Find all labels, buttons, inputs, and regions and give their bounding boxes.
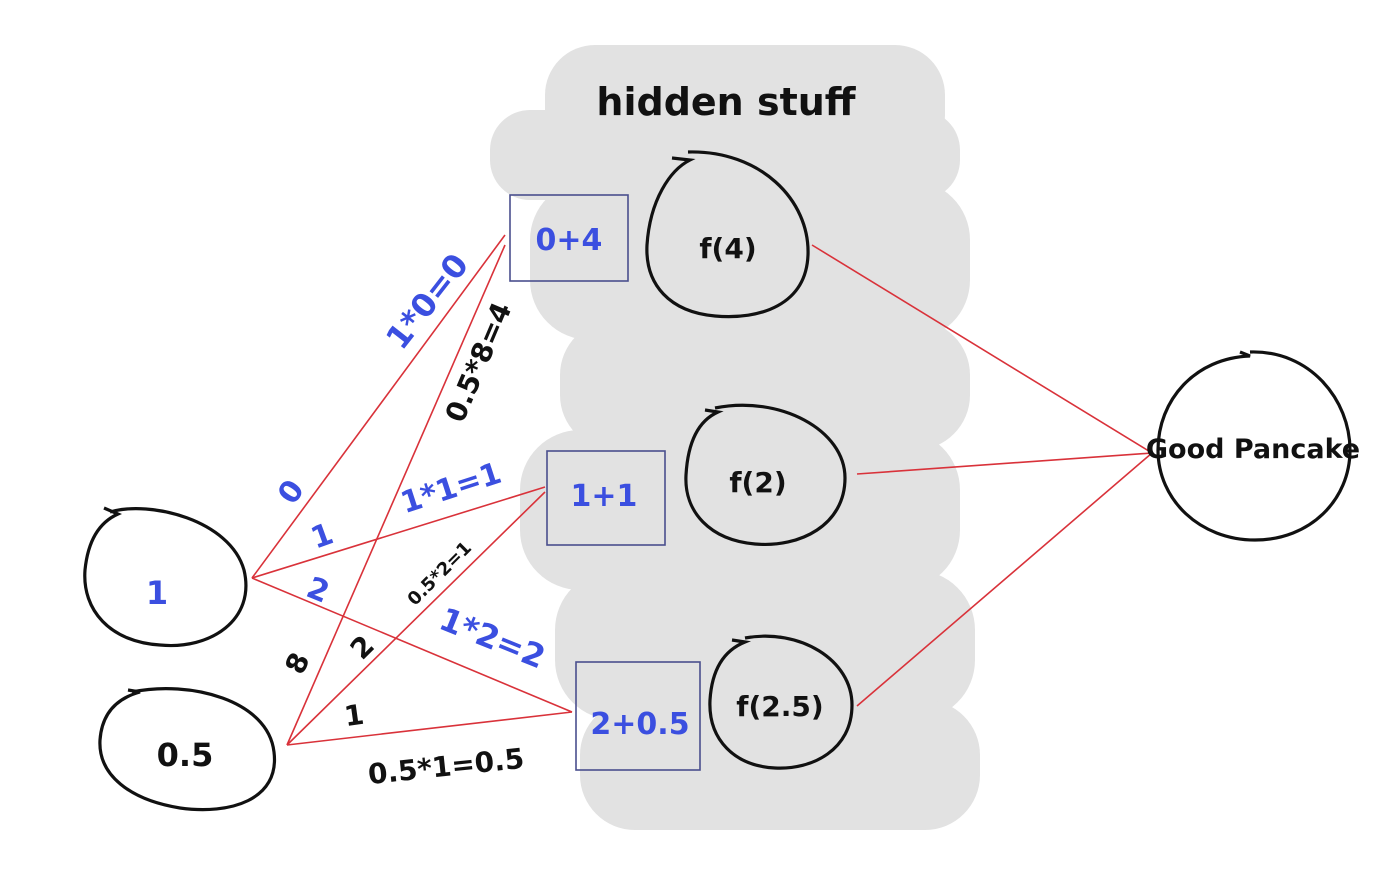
sum-box-1 [509, 194, 629, 282]
edge-in2-h1 [286, 244, 506, 746]
product-in1-h2: 1*1=1 [397, 456, 506, 521]
sum-box-3 [575, 661, 701, 771]
hidden-layer-label: hidden stuff [596, 80, 856, 124]
edge-in1-h1 [251, 234, 506, 579]
sum-label-1: 0+4 [536, 223, 603, 258]
weight-in2-h1: 8 [278, 647, 316, 679]
input-node-1-value: 1 [146, 574, 168, 612]
edge-in2-h3 [286, 711, 573, 746]
edge-in1-h2 [251, 486, 546, 579]
hidden-node-3-label: f(2.5) [736, 690, 823, 723]
connection-edges [251, 234, 1153, 746]
product-in2-h1: 0.5*8=4 [439, 297, 519, 426]
input-node-1 [83, 506, 248, 648]
edge-h2-out [856, 452, 1153, 475]
hidden-layer-background [490, 45, 980, 830]
input-node-2 [98, 687, 277, 812]
weight-in2-h2: 2 [344, 629, 381, 666]
weight-in1-h2: 1 [306, 516, 338, 556]
product-in1-h3: 1*2=2 [434, 600, 551, 677]
hidden-node-2-label: f(2) [729, 466, 786, 499]
product-in2-h2: 0.5*2=1 [404, 538, 476, 610]
hidden-node-1-label: f(4) [699, 232, 756, 265]
edge-in1-h3 [251, 577, 573, 713]
sum-label-2: 1+1 [571, 479, 638, 514]
sum-label-3: 2+0.5 [590, 707, 689, 742]
sum-box-2 [546, 450, 666, 546]
hidden-node-3 [708, 634, 854, 770]
sum-boxes: 0+4 1+1 2+0.5 [509, 194, 701, 771]
hidden-node-2 [684, 403, 847, 547]
product-in2-h3: 0.5*1=0.5 [366, 742, 525, 791]
input-nodes: 1 0.5 [83, 506, 277, 812]
edge-in2-h2 [286, 491, 546, 746]
weight-in1-h3: 2 [302, 570, 334, 610]
weight-in2-h3: 1 [342, 698, 366, 733]
edge-h1-out [811, 244, 1153, 454]
output-node [1156, 350, 1352, 542]
hidden-node-1 [645, 150, 810, 319]
input-node-2-value: 0.5 [157, 736, 214, 774]
edge-h3-out [856, 452, 1153, 707]
output-node-label: Good Pancake [1146, 434, 1360, 465]
hidden-nodes: f(4) f(2) f(2.5) [645, 150, 854, 770]
